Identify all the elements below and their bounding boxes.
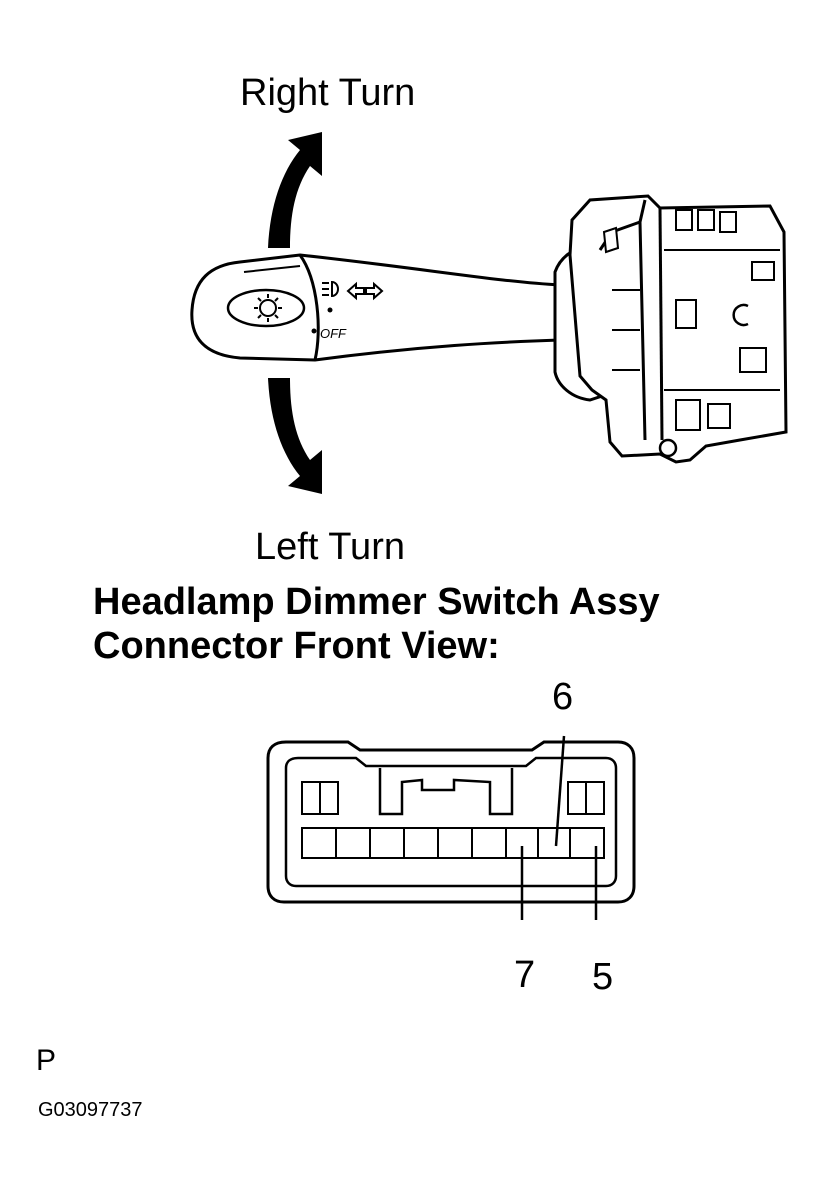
lever	[190, 253, 574, 362]
pin-6-label: 6	[552, 676, 574, 718]
right-turn-label: Right Turn	[240, 72, 416, 114]
footer-letter: P	[36, 1044, 57, 1077]
connector-front-view	[266, 735, 636, 920]
left-turn-label: Left Turn	[255, 526, 405, 568]
high-beam-icon	[322, 280, 339, 298]
diagram-title: Headlamp Dimmer Switch Assy Connector Fr…	[93, 580, 660, 668]
switch-assembly	[553, 194, 788, 464]
left-turn-arrow-icon	[268, 378, 322, 494]
title-line-1: Headlamp Dimmer Switch Assy	[93, 581, 660, 623]
passing-arrows-icon	[346, 281, 384, 301]
title-line-2: Connector Front View:	[93, 625, 500, 667]
off-mark: OFF	[320, 326, 347, 341]
headlamp-icon	[254, 294, 282, 322]
figure-code: G03097737	[38, 1099, 143, 1121]
pin-5-label: 5	[592, 956, 614, 998]
combination-switch-illustration: OFF	[190, 132, 788, 494]
pin-7-label: 7	[514, 954, 536, 996]
right-turn-arrow-icon	[268, 132, 322, 248]
